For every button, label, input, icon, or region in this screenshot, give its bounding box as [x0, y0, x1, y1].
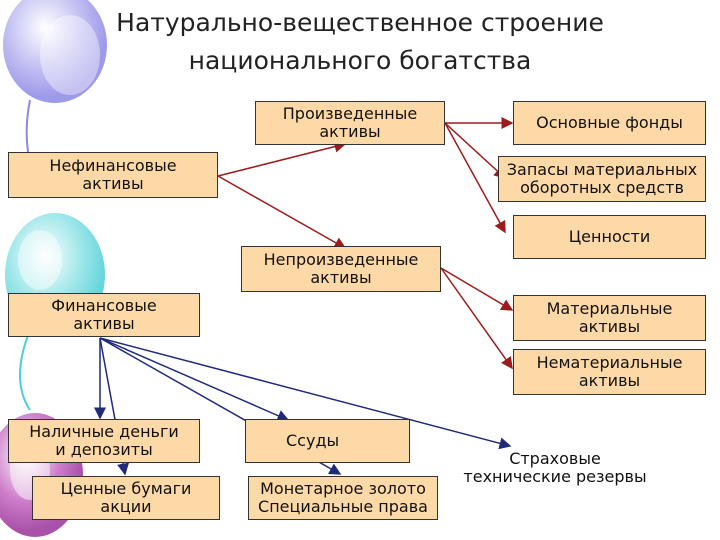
box-produced-assets: Произведенные активы — [255, 101, 445, 145]
arrow-produced-to-valuables — [444, 122, 506, 234]
arrow-financial-to-insurance — [99, 337, 512, 450]
arrow-nonproduced-to-intangible — [440, 267, 513, 370]
arrow-nonproduced-to-tangible — [440, 267, 514, 311]
page-title: Натурально-вещественное строение национа… — [60, 4, 660, 80]
title-line-1: Натурально-вещественное строение — [116, 8, 604, 37]
box-inventories: Запасы материальных оборотных средств — [498, 156, 706, 202]
box-tangible-assets: Материальные активы — [513, 295, 706, 341]
label-insurance-reserves: Страховые технические резервы — [463, 449, 647, 486]
arrow-financial-to-loans — [99, 337, 290, 422]
box-loans: Ссуды — [245, 419, 410, 463]
box-securities: Ценные бумаги акции — [32, 476, 220, 520]
box-intangible-assets: Нематериальные активы — [513, 349, 706, 395]
arrow-produced-to-inventories — [444, 122, 507, 180]
arrow-nonfinancial-to-produced — [217, 140, 347, 177]
box-valuables: Ценности — [513, 215, 706, 259]
box-nonfinancial-assets: Нефинансовые активы — [8, 152, 218, 198]
box-financial-assets: Финансовые активы — [8, 293, 200, 337]
box-cash-deposits: Наличные деньги и депозиты — [8, 419, 200, 463]
title-line-2: национального богатства — [188, 46, 532, 75]
box-nonproduced-assets: Непроизведенные активы — [241, 246, 441, 292]
box-fixed-assets: Основные фонды — [513, 101, 706, 145]
box-monetary-gold: Монетарное золото Специальные права — [248, 476, 438, 520]
arrow-nonfinancial-to-nonproduced — [217, 175, 347, 249]
